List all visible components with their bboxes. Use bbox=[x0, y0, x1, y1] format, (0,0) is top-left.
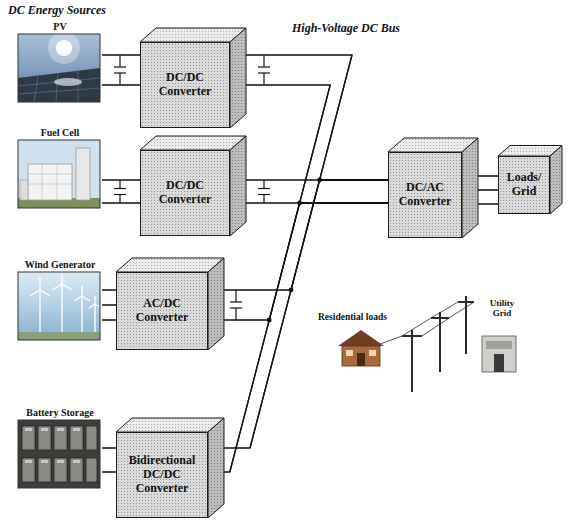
box-side-face bbox=[208, 258, 224, 350]
wind-source: Wind Generator bbox=[18, 258, 102, 340]
fuel-cell-source: Fuel Cell bbox=[18, 126, 102, 208]
bus-wire bbox=[102, 290, 116, 320]
box-3d-face bbox=[498, 146, 562, 215]
bus-wire bbox=[102, 448, 116, 472]
box-label: Loads/ Grid bbox=[503, 171, 545, 199]
bus-wire bbox=[230, 180, 388, 203]
box-side-face bbox=[230, 136, 246, 236]
box-3d-face bbox=[116, 258, 224, 350]
capacitor-symbol bbox=[258, 55, 270, 85]
house-picture bbox=[338, 330, 384, 366]
capacitor-symbol bbox=[258, 180, 270, 203]
box-side-face bbox=[462, 138, 478, 238]
diagram-title: DC Energy Sources bbox=[8, 4, 106, 18]
converter-box: Bidirectional DC/DC Converter bbox=[116, 432, 208, 518]
source-label: Wind Generator bbox=[18, 258, 102, 272]
box-top-face bbox=[116, 258, 224, 272]
box-side-face bbox=[208, 418, 224, 518]
pv-source: PV bbox=[18, 20, 102, 102]
converter-box: DC/DC Converter bbox=[140, 150, 230, 236]
box-label: DC/DC Converter bbox=[153, 71, 217, 99]
capacitor-symbol bbox=[114, 55, 126, 85]
box-3d-face bbox=[140, 136, 246, 236]
box-label: AC/DC Converter bbox=[130, 297, 194, 325]
bus-wire bbox=[102, 55, 140, 85]
box-side-face bbox=[230, 28, 246, 128]
pv-picture bbox=[18, 32, 100, 102]
source-label: PV bbox=[18, 20, 102, 34]
bus-label: High-Voltage DC Bus bbox=[292, 22, 400, 36]
load-box: Loads/ Grid bbox=[498, 156, 550, 214]
bus-wire bbox=[102, 180, 140, 203]
box-label: Bidirectional DC/DC Converter bbox=[121, 454, 203, 495]
bus-wire bbox=[230, 55, 388, 203]
battery-source: Battery Storage bbox=[18, 406, 102, 488]
box-label: DC/DC Converter bbox=[153, 179, 217, 207]
utility-pole bbox=[402, 296, 474, 392]
box-top-face bbox=[140, 28, 246, 42]
box-label: DC/AC Converter bbox=[393, 181, 457, 209]
inverter-box: DC/AC Converter bbox=[388, 152, 462, 238]
converter-box: AC/DC Converter bbox=[116, 272, 208, 350]
utility-building-picture bbox=[482, 336, 516, 372]
source-label: Fuel Cell bbox=[18, 126, 102, 140]
converter-box: DC/DC Converter bbox=[140, 42, 230, 128]
source-label: Battery Storage bbox=[18, 406, 102, 420]
box-top-face bbox=[140, 136, 246, 150]
load-label: Residential loads bbox=[318, 312, 387, 323]
power-line bbox=[380, 302, 474, 344]
wind-turbine-picture bbox=[18, 272, 100, 340]
fuel-cell-picture bbox=[18, 140, 100, 208]
box-3d-face bbox=[116, 418, 224, 518]
box-top-face bbox=[116, 418, 224, 432]
capacitor-symbol bbox=[114, 180, 126, 203]
capacitor-symbol bbox=[230, 290, 242, 320]
battery-picture bbox=[18, 420, 100, 488]
box-3d-face bbox=[140, 28, 246, 128]
box-side-face bbox=[550, 146, 562, 215]
box-3d-face bbox=[388, 138, 478, 238]
grid-label: Utility Grid bbox=[480, 298, 524, 319]
